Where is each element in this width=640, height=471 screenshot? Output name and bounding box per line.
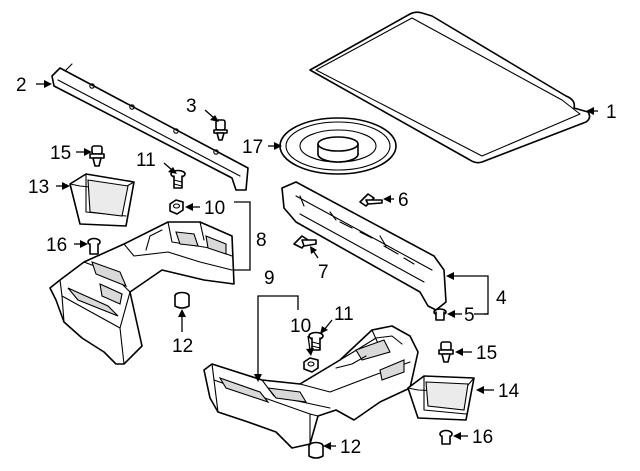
callout-10-lower: 10 [290,316,311,337]
callout-11-lower: 11 [334,304,354,325]
part-2-sill-trim [51,63,249,191]
callout-labels: 1 2 3 17 15 11 13 6 10 8 16 7 9 4 5 10 1… [16,75,617,458]
callout-6: 6 [398,190,409,211]
callout-15-upper: 15 [50,143,71,164]
part-9-right-tray [203,325,419,449]
callout-7: 7 [318,262,329,283]
callout-8: 8 [256,230,267,251]
callout-5: 5 [464,305,475,326]
part-16-bolt-right [439,429,453,445]
callout-16-left: 16 [46,235,67,256]
callout-16-right: 16 [472,427,493,448]
part-11-screw-lower [308,331,324,351]
part-16-bolt-left [87,237,101,255]
part-12-plug-upper [174,291,190,309]
part-12-plug-lower [308,441,324,459]
callout-12-lower: 12 [340,437,361,458]
callout-13: 13 [28,177,49,198]
part-1-cargo-mat [309,11,591,164]
callout-3: 3 [186,96,197,117]
part-13-storage-bin [69,173,135,227]
part-10-nut-upper [169,199,184,215]
part-8-left-tray [49,221,235,365]
callout-17: 17 [242,137,263,158]
callout-9: 9 [264,268,275,289]
part-5-push-pin [433,308,447,321]
callout-11-upper: 11 [136,150,156,171]
part-10-nut-lower [303,357,319,373]
part-17-tire-cover [279,117,397,175]
part-3-clip [213,119,228,141]
callout-14: 14 [498,381,520,402]
part-14-storage-bin [407,375,475,421]
leader-lines [36,80,598,450]
part-7-retainer [293,235,317,249]
part-6-clip [359,193,383,207]
part-15-bolt-upper [89,145,105,167]
callout-10-upper: 10 [204,198,225,219]
callout-2: 2 [16,75,27,96]
callout-12-upper: 12 [172,336,193,357]
callout-15-lower: 15 [476,343,497,364]
part-15-bolt-lower [438,341,454,363]
callout-1: 1 [606,102,617,123]
callout-4: 4 [496,288,507,309]
